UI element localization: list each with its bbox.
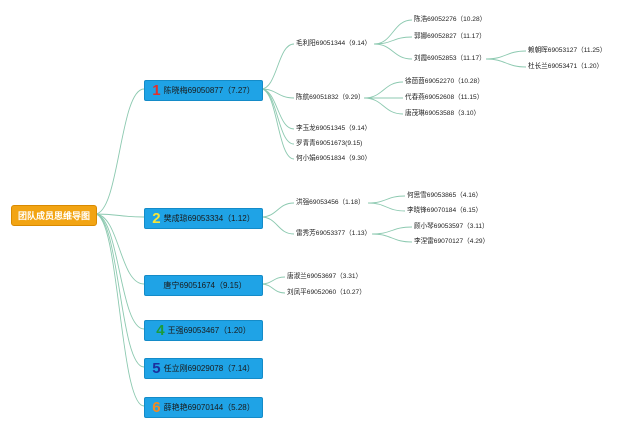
member-node[interactable]: 洪强69053456（1.18） [296,199,365,206]
member-node[interactable]: 赖朝晖69053127（11.25） [528,47,607,54]
connector-line [94,213,145,330]
member-node[interactable]: 何思雪69053865（4.16） [407,192,483,199]
member-node[interactable]: 郭娜69052827（11.17） [414,33,486,40]
member-node[interactable]: 雷秀芳69053377（1.13） [296,230,372,237]
member-node[interactable]: 陈航69051832（9.29） [296,94,365,101]
connector-line [373,43,413,60]
team-node-5[interactable]: 5 任立刚69029078（7.14） [144,358,263,379]
connector-line [260,88,295,99]
connector-line [260,283,286,294]
member-node[interactable]: 李涅雷69070127（4.29） [414,238,490,245]
connector-line [367,202,406,212]
connector-line [371,233,413,243]
team-node-1[interactable]: 1 陈晓梅69050877（7.27） [144,80,263,101]
connector-line [260,88,295,160]
connector-line [367,195,406,204]
connector-line [373,19,413,45]
team-number-4: 4 [156,322,165,339]
connector-line [260,216,295,235]
connector-line [485,58,527,68]
root-node[interactable]: 团队成员思维导图 [11,205,97,226]
team-node-3[interactable]: 唐宁69051674（9.15） [144,275,263,296]
team-label-6: 薛艳艳69070144（5.28） [163,403,255,412]
member-node[interactable]: 刘凤平69052060（10.27） [287,289,366,296]
connector-line [371,226,413,235]
connector-line [260,276,286,285]
member-node[interactable]: 顾小琴69053597（3.11） [414,223,489,230]
team-number-1: 1 [152,82,161,99]
connector-line [260,202,295,218]
member-node[interactable]: 代春燕69052608（11.15） [405,94,484,101]
team-node-4[interactable]: 4 王强69053467（1.20） [144,320,263,341]
team-label-5: 任立刚69029078（7.14） [163,364,255,373]
member-node[interactable]: 毛利阳69051344（9.14） [296,40,372,47]
connector-line [260,43,295,90]
connector-line [485,50,527,60]
connector-line [94,213,145,368]
member-node[interactable]: 徐茴茴69052270（10.28） [405,78,484,85]
team-number-6: 6 [152,399,161,416]
team-label-4: 王强69053467（1.20） [167,326,251,335]
connector-line [373,36,413,45]
member-node[interactable]: 唐淑兰69053697（3.31） [287,273,363,280]
member-node[interactable]: 何小娟69051834（9.30） [296,155,372,162]
team-label-2: 樊成琼69053334（1.12） [163,214,255,223]
member-node[interactable]: 李晓锋69070184（6.15） [407,207,483,214]
member-node[interactable]: 陈浩69052276（10.28） [414,16,487,23]
connector-line [94,213,145,218]
team-label-3: 唐宁69051674（9.15） [163,281,247,290]
member-node[interactable]: 罗青青69051673(9.15) [296,140,363,147]
member-node[interactable]: 杜长兰69053471（1.20） [528,63,604,70]
member-node[interactable]: 刘霞69052853（11.17） [414,55,486,62]
member-node[interactable]: 唐茂琳69053588（3.10） [405,110,481,117]
root-label: 团队成员思维导图 [17,211,90,221]
connector-line [94,213,145,407]
connector-line [94,88,145,215]
team-number-2: 2 [152,210,161,227]
team-node-6[interactable]: 6 薛艳艳69070144（5.28） [144,397,263,418]
team-number-5: 5 [152,360,161,377]
connector-line [94,213,145,285]
connector-line [363,81,404,99]
member-node[interactable]: 李玉龙69051345（9.14） [296,125,372,132]
team-node-2[interactable]: 2 樊成琼69053334（1.12） [144,208,263,229]
connector-line [363,97,404,115]
team-label-1: 陈晓梅69050877（7.27） [163,86,255,95]
